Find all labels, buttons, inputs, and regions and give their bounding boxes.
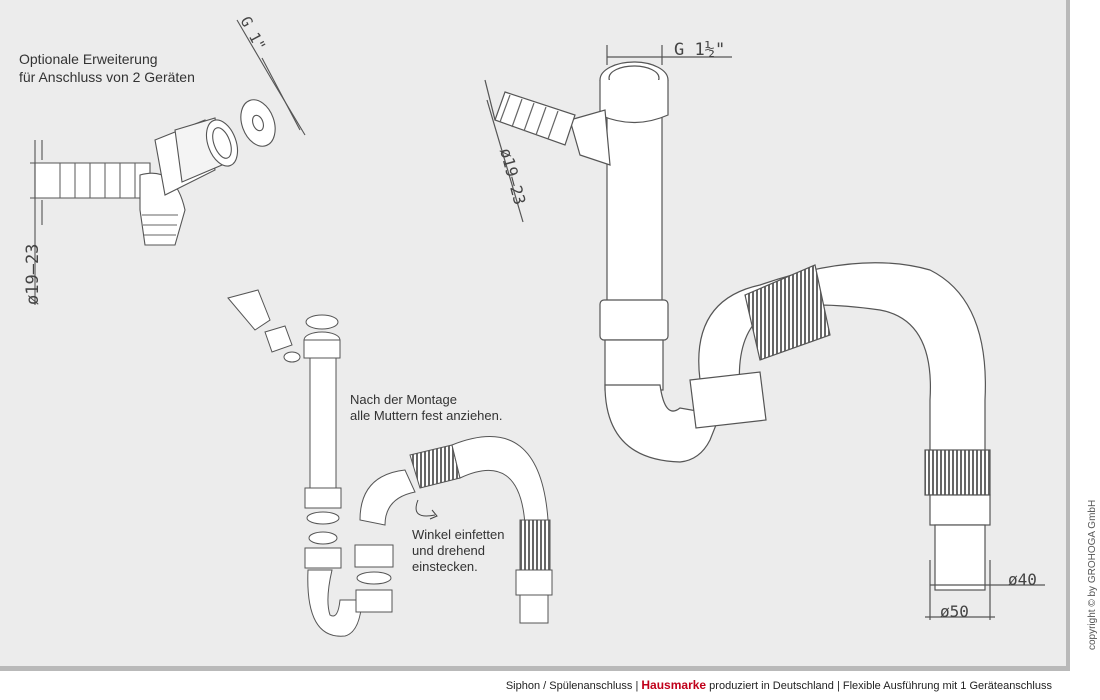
dim-hose-large: ø19–23 — [496, 146, 529, 207]
dim-outlet-40: ø40 — [1008, 570, 1037, 589]
dim-outlet-50: ø50 — [940, 602, 969, 621]
extension-detail — [30, 19, 306, 305]
note-elbow-line-1: Winkel einfetten — [412, 527, 505, 542]
footer-product: Siphon / Spülenanschluss | — [505, 680, 639, 692]
right-border — [1066, 0, 1070, 670]
note-assembly-line-1: Nach der Montage — [350, 392, 457, 407]
dim-hose-small: ø19–23 — [23, 244, 43, 305]
exploded-assembly — [227, 289, 553, 637]
note-extension-line-1: Optionale Erweiterung — [19, 51, 158, 67]
note-elbow: Winkel einfetten und drehend einstecken. — [412, 527, 505, 575]
bottom-border — [0, 666, 1070, 671]
siphon-technical-drawing: G 1" ø19–23 G 1½" ø19–23 ø40 ø50 — [23, 13, 1045, 637]
copyright-text: copyright © by GROHOGA GmbH — [1087, 499, 1098, 650]
note-assembly: Nach der Montage alle Muttern fest anzie… — [350, 392, 502, 424]
right-margin — [1066, 0, 1100, 700]
note-assembly-line-2: alle Muttern fest anziehen. — [350, 408, 503, 423]
footer-brand: Hausmarke — [641, 678, 707, 692]
large-siphon — [484, 45, 1045, 620]
dim-thread-small: G 1" — [236, 13, 269, 53]
footer-detail: produziert in Deutschland | Flexible Aus… — [709, 680, 1052, 692]
note-extension-line-2: für Anschluss von 2 Geräten — [19, 69, 195, 85]
note-elbow-line-3: einstecken. — [412, 559, 478, 574]
dim-thread-large: G 1½" — [674, 40, 725, 60]
footer-caption: Siphon / Spülenanschluss | Hausmarke pro… — [506, 678, 1052, 692]
note-elbow-line-2: und drehend — [412, 543, 486, 558]
note-extension: Optionale Erweiterung für Anschluss von … — [19, 50, 195, 86]
